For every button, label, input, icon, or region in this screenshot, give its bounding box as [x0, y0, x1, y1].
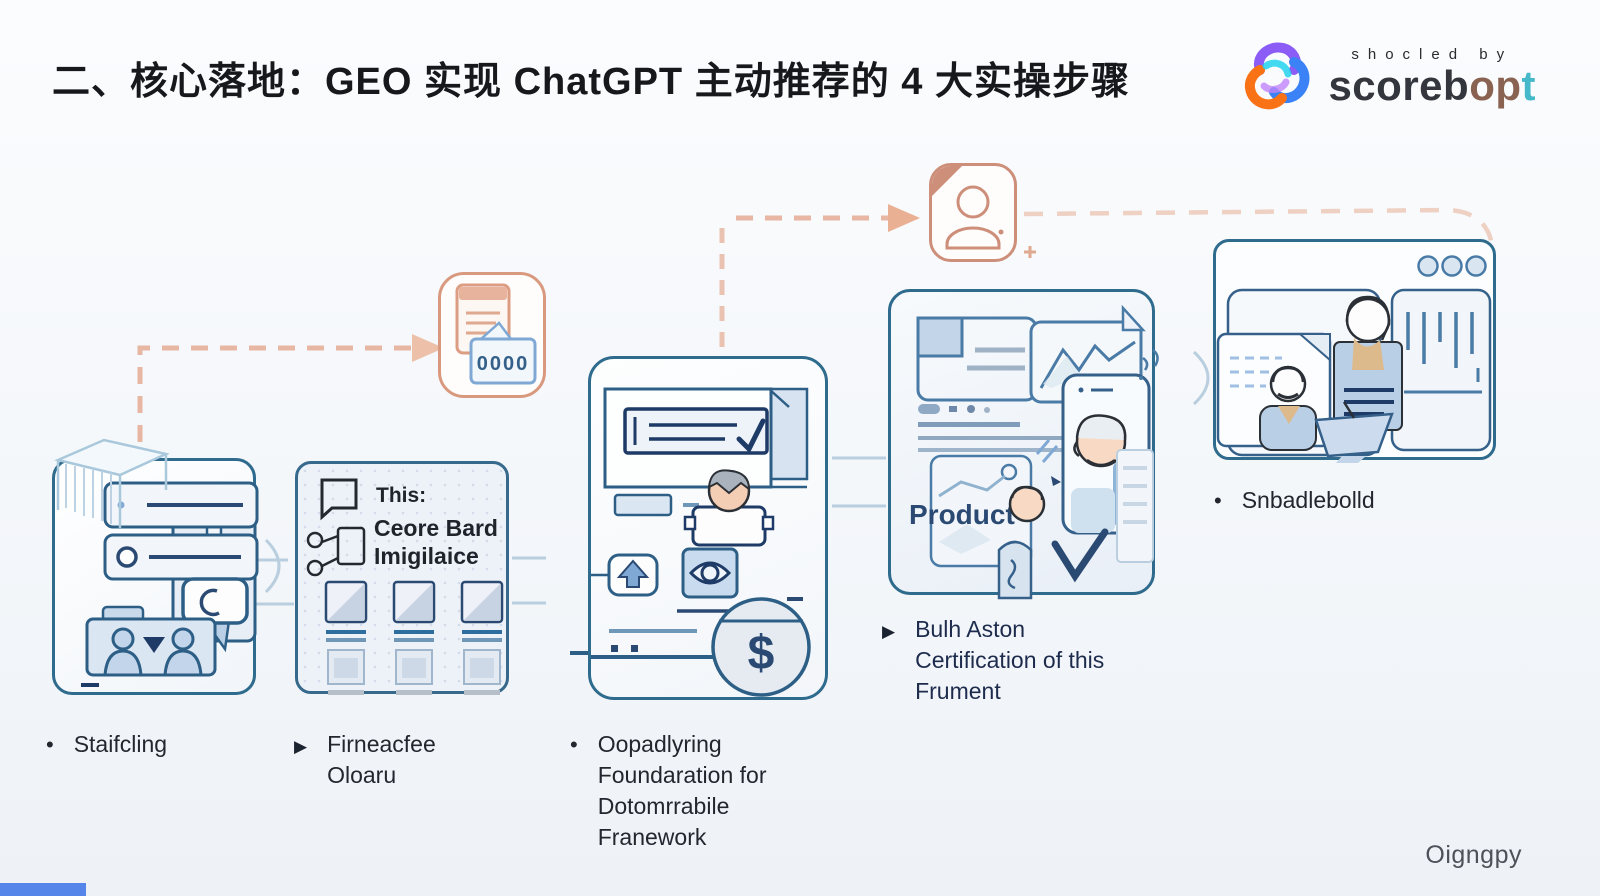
document-folder-icon: 0000	[455, 283, 537, 385]
step2-illustration: This: Ceore Bard Imigilaice	[306, 478, 504, 695]
panel-step2-content-cards: This: Ceore Bard Imigilaice	[295, 461, 509, 695]
bullet-dot-icon: •	[46, 732, 54, 757]
card-grid	[324, 580, 504, 695]
list-mini-panel	[1116, 449, 1154, 563]
brand-logo: shocled by scorebopt	[1236, 36, 1536, 116]
caption-step4-line2: Certification of this	[915, 647, 1105, 673]
caption-step4-line1: Bulh Aston	[915, 616, 1026, 642]
arrowhead-to-person-icon	[888, 204, 920, 232]
check-icon	[1051, 528, 1109, 583]
caption-step3-line2: Foundaration for	[597, 762, 767, 788]
panel-step5-browser-collab	[1213, 239, 1496, 463]
step4-illustration: Product	[909, 304, 1159, 600]
cursor-icon	[1051, 476, 1061, 486]
reviewer-avatar-icon	[683, 469, 775, 547]
wireframe-box-icon	[54, 438, 170, 528]
step3-illustration: $	[591, 387, 811, 697]
window-controls	[1417, 255, 1487, 277]
sound-waves-icon	[1142, 349, 1159, 371]
caption-step5: • Snbadlebolld	[1214, 485, 1375, 516]
chat-bubble-outline-icon	[320, 478, 358, 521]
logo-tagline: shocled by	[1351, 45, 1514, 63]
caption-step3-line4: Franework	[597, 824, 707, 850]
bullet-dot-icon: •	[1214, 488, 1222, 513]
map-chart-card-icon	[929, 454, 1033, 568]
caption-step5-line1: Snbadlebolld	[1241, 487, 1375, 513]
caption-step2-line1: Firneacfee	[327, 731, 436, 757]
logo-brand-mid: op	[1469, 61, 1522, 109]
eye-icon	[681, 547, 739, 599]
step1-illustration	[81, 481, 259, 687]
network-document-icon	[306, 526, 366, 577]
panel-step4-product-dashboard: Product	[888, 289, 1159, 600]
person-icon	[932, 166, 1004, 250]
panel-step1-infrastructure	[52, 458, 259, 695]
logo-brand-accent: t	[1521, 61, 1536, 109]
brand-logo-knot-icon	[1245, 42, 1310, 110]
caption-step3: • Oopadlyring Foundaration for Dotomrrab…	[570, 729, 766, 853]
page-title: 二、核心落地：GEO 实现 ChatGPT 主动推荐的 4 大实操步骤	[52, 61, 1130, 103]
sparkle-plus	[1024, 246, 1036, 258]
checkbox-banner-icon	[623, 407, 769, 455]
panel-step3-document-review: $	[588, 356, 828, 700]
product-label: Product	[909, 499, 1015, 530]
step5-illustration	[1216, 255, 1492, 463]
corner-accent-bar	[0, 883, 86, 896]
caption-step3-line1: Oopadlyring	[597, 731, 722, 757]
server-rack-icon	[103, 481, 259, 581]
caption-step1: • Staifcling	[46, 729, 167, 760]
caption-step2-line2: Oloaru	[327, 762, 397, 788]
step2-text-line2: Ceore Bard	[374, 515, 498, 541]
hand-icon	[997, 540, 1033, 600]
caption-step2: ▶ Firneacfee Oloaru	[294, 729, 436, 791]
document-transfer-icon-box: 0000	[438, 272, 546, 398]
headset-mic	[1073, 441, 1080, 457]
logo-brand: scorebopt	[1328, 61, 1536, 109]
caption-step1-line1: Staifcling	[73, 731, 168, 757]
logo-brand-dark: scoreb	[1328, 61, 1470, 109]
team-folder-icon	[85, 605, 217, 677]
upload-icon	[591, 553, 659, 597]
content-card-icon	[916, 316, 1038, 402]
doc-icon-digits: 0000	[477, 353, 530, 375]
dollar-sign: $	[748, 627, 775, 680]
bullet-triangle-icon: ▶	[294, 737, 308, 756]
man-figure	[1259, 365, 1317, 451]
caption-step4: ▶ Bulh Aston Certification of this Frume…	[882, 614, 1104, 707]
person-target-icon-box	[929, 163, 1017, 262]
bullet-triangle-icon: ▶	[882, 622, 896, 641]
watermark-text: Oigngpy	[1425, 841, 1522, 869]
step2-text-line3: Imigilaice	[374, 543, 479, 569]
caption-step4-line3: Frument	[915, 678, 1001, 704]
speech-bubble-icon	[181, 577, 249, 653]
folded-page-icon	[767, 387, 809, 481]
caption-step3-line3: Dotomrrabile	[597, 793, 730, 819]
step2-text-line1: This:	[376, 484, 426, 507]
dollar-coin-icon: $	[711, 597, 811, 697]
drafting-table-icon	[1314, 401, 1394, 463]
field-chip	[613, 493, 673, 517]
bullet-dot-icon: •	[570, 732, 578, 757]
